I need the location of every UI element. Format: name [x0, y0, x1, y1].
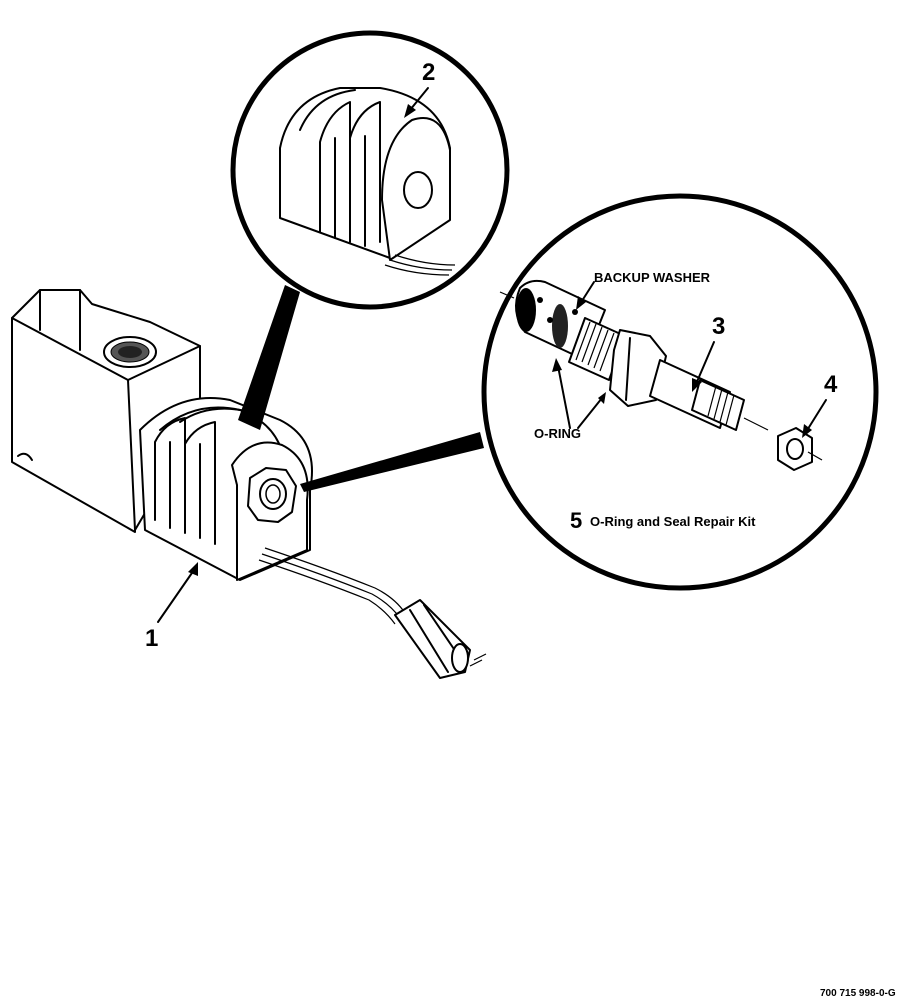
- threaded-port: [103, 336, 157, 368]
- kit-leader-wedge: [300, 432, 484, 492]
- solenoid-valve-assembly: [11, 289, 487, 679]
- callout-1-leader: [157, 569, 195, 623]
- callout-2-leader: [409, 87, 429, 111]
- callout-4-leader: [805, 399, 827, 433]
- detail-leader-wedge: [238, 285, 300, 430]
- cable-connector: [394, 599, 487, 679]
- electrical-lead: [258, 547, 406, 625]
- backup-washer-label: BACKUP WASHER: [594, 270, 711, 285]
- o-ring-1: [552, 304, 568, 348]
- kit-description: O-Ring and Seal Repair Kit: [590, 514, 756, 529]
- o-ring-leader-1: [557, 365, 571, 429]
- callout-1: 1: [145, 625, 158, 652]
- callout-2: 2: [422, 59, 435, 86]
- backup-washer-ring: [516, 288, 536, 332]
- o-ring-leader-2: [577, 397, 603, 429]
- callout-3-leader: [695, 341, 715, 385]
- coil-nut: [247, 467, 297, 523]
- callout-3: 3: [712, 313, 725, 340]
- coil-detail: [279, 87, 456, 276]
- o-ring-label: O-RING: [534, 426, 581, 441]
- detail-circle-kit: BACKUP WASHER O-RING 3 4 5 O-Ring and Se…: [300, 193, 879, 591]
- detail-circle-coil: [230, 30, 510, 430]
- lock-nut: [777, 427, 823, 471]
- figure-id: 700 715 998-0-G: [820, 988, 896, 999]
- callout-4: 4: [824, 371, 838, 398]
- solenoid-coil: [139, 397, 313, 581]
- kit-number: 5: [570, 508, 582, 533]
